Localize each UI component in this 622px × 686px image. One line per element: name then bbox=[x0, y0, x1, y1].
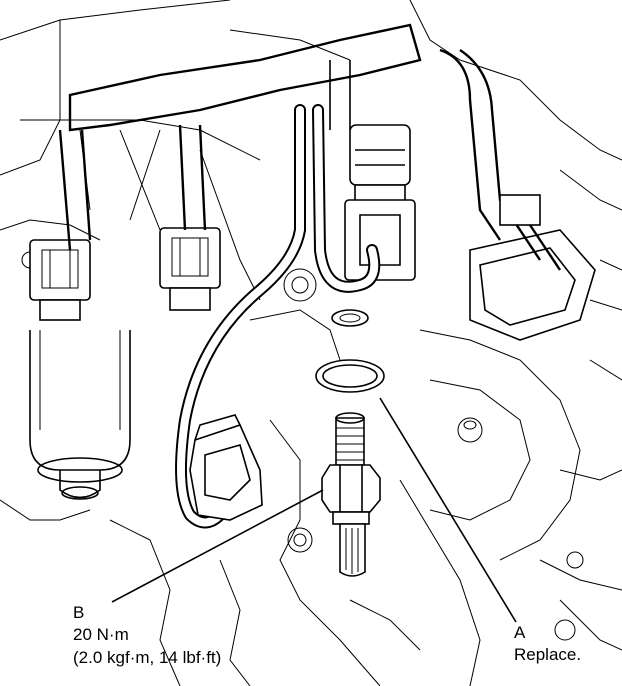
lower-connector bbox=[189, 414, 263, 521]
callout-b-letter: B bbox=[73, 603, 85, 622]
sealing-washer bbox=[315, 359, 385, 393]
left-connector-1 bbox=[29, 239, 91, 321]
left-connector-2 bbox=[159, 227, 221, 311]
sensor-wire-harness bbox=[175, 104, 381, 529]
left-actuator bbox=[29, 330, 131, 500]
pressure-switch bbox=[321, 412, 381, 577]
callout-b-torque: 20 N·m bbox=[73, 625, 129, 644]
leader-lines bbox=[111, 397, 517, 623]
sensor-port bbox=[331, 309, 369, 327]
callout-a-letter: A bbox=[514, 623, 526, 642]
upper-harness bbox=[58, 23, 521, 251]
right-connector bbox=[469, 194, 596, 341]
callout-b-torque-alt: (2.0 kgf·m, 14 lbf·ft) bbox=[73, 648, 222, 667]
callout-a-note: Replace. bbox=[514, 645, 582, 664]
upper-sensor bbox=[344, 124, 416, 281]
